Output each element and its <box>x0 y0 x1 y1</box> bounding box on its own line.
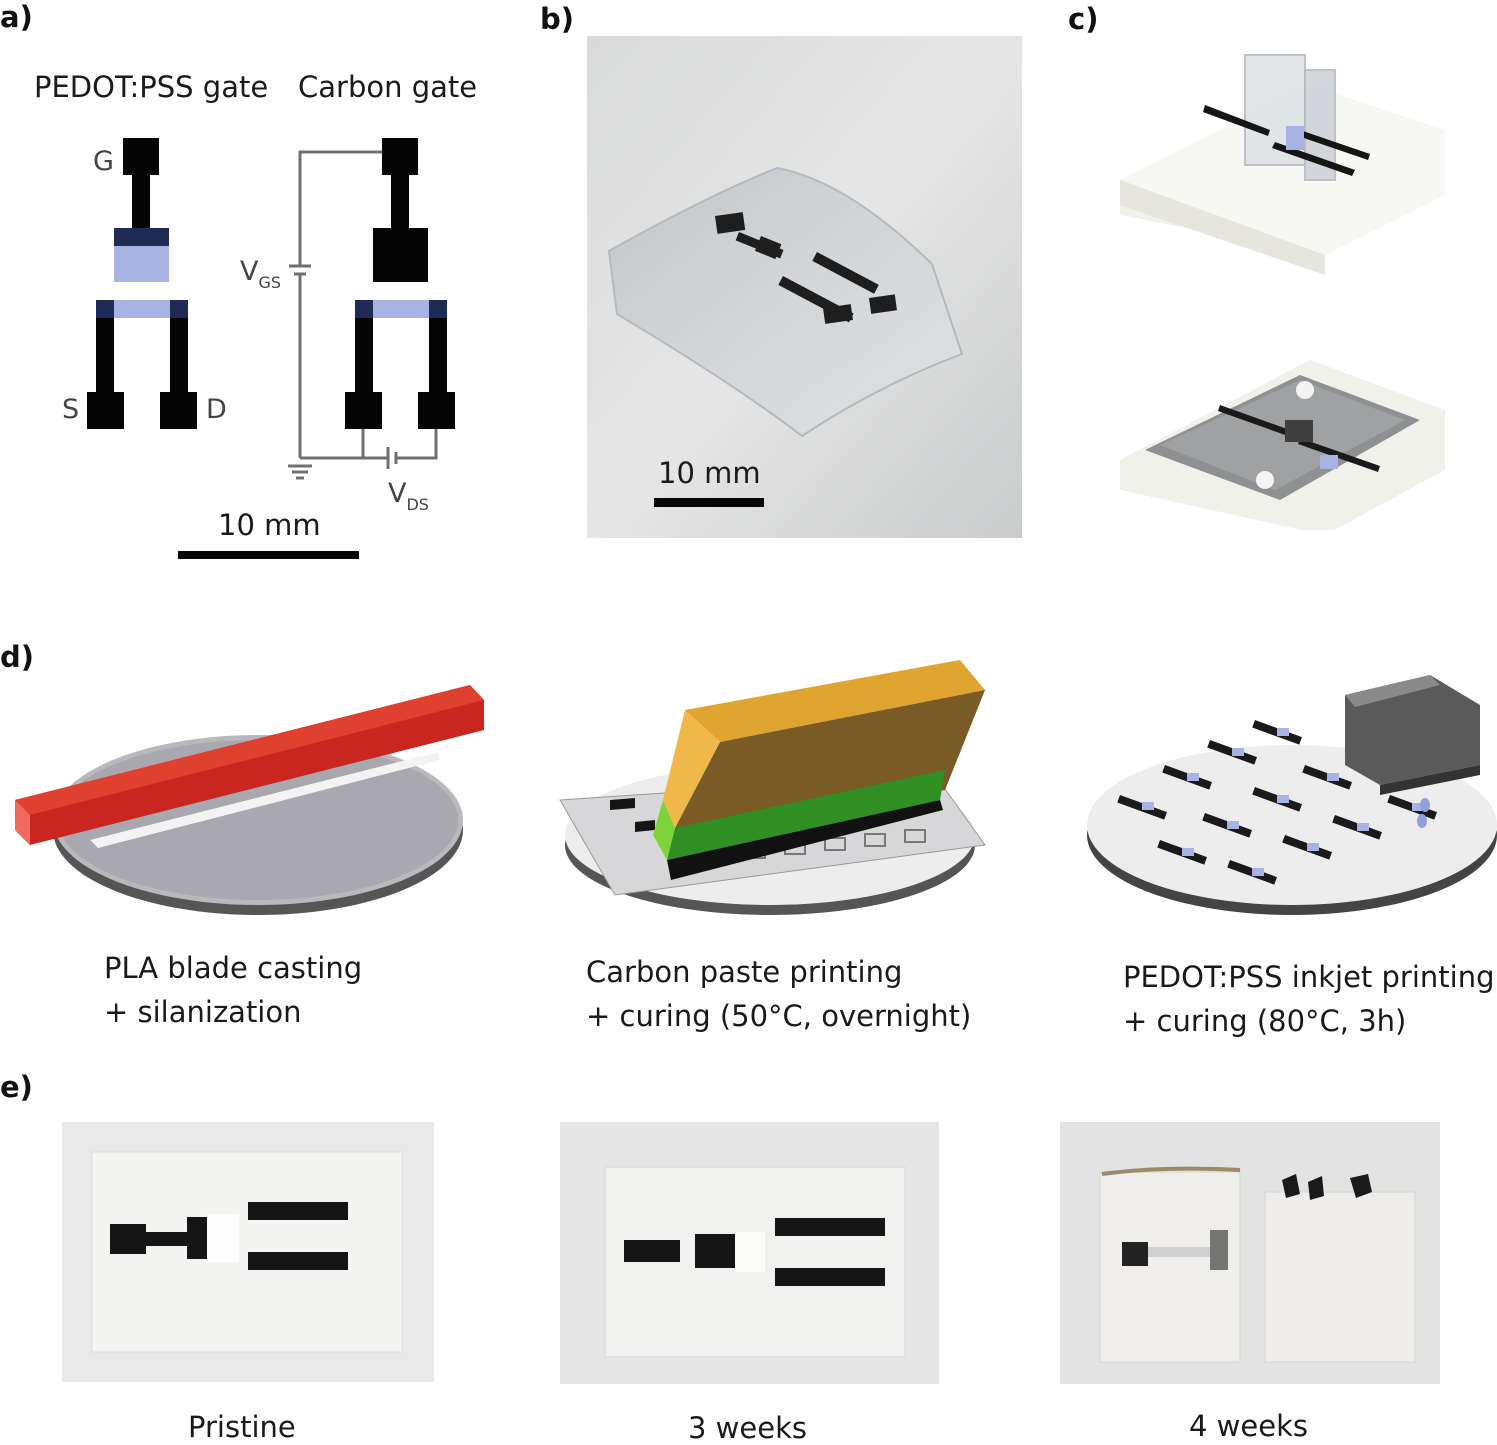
panel-label-c: c) <box>1068 2 1099 36</box>
pedot-gate-device <box>87 138 197 429</box>
photo-4-weeks <box>1060 1122 1440 1384</box>
gate-pad <box>123 138 159 175</box>
panel-label-e: e) <box>0 1070 33 1104</box>
photo-3-weeks <box>560 1122 939 1384</box>
step-2-caption: Carbon paste printing + curing (50°C, ov… <box>586 950 971 1038</box>
source-leg <box>96 318 114 394</box>
printed-electrodes <box>714 212 897 324</box>
bent-pla-film <box>607 166 964 438</box>
vgs-label: VGS <box>240 256 281 292</box>
carbon-gate-pad <box>382 138 418 175</box>
step-1-line1: PLA blade casting <box>104 951 363 985</box>
vds-label: VDS <box>388 478 429 514</box>
circuit-wiring <box>288 150 438 480</box>
scale-label-b: 10 mm <box>658 456 761 490</box>
fabrication-step-inkjet-printing <box>1087 675 1497 915</box>
measurement-setup-renders <box>1120 54 1445 530</box>
gate-pedot-film <box>114 246 169 282</box>
scale-bar-b <box>654 498 764 507</box>
carbon-channel-contact-left <box>355 300 373 318</box>
pedot-droplets <box>1142 728 1424 876</box>
step-2-line1: Carbon paste printing <box>586 955 903 989</box>
drain-pad <box>160 392 197 429</box>
terminal-d: D <box>206 394 227 425</box>
transistor-schematic: G S D VGS VDS <box>62 138 455 559</box>
photo-pristine <box>62 1122 434 1382</box>
carbon-gate-stem <box>391 175 409 230</box>
pedot-gate-title: PEDOT:PSS gate <box>34 70 269 104</box>
terminal-s: S <box>62 394 79 425</box>
carbon-channel-film <box>355 300 447 318</box>
carbon-gate-title: Carbon gate <box>298 70 478 104</box>
panel-label-b: b) <box>540 2 575 36</box>
source-pad <box>87 392 124 429</box>
caption-pristine: Pristine <box>188 1410 296 1444</box>
well-setup-render <box>1120 54 1445 275</box>
panel-label-a: a) <box>0 0 33 34</box>
microfluidic-setup-render <box>1120 360 1445 530</box>
channel-pedot-film <box>96 300 188 318</box>
panel-label-d: d) <box>0 640 35 674</box>
carbon-drain-pad <box>418 392 455 429</box>
fabrication-step-blade-casting <box>15 685 484 915</box>
inkjet-printhead <box>1345 675 1480 785</box>
step-3-line1: PEDOT:PSS inkjet printing <box>1123 960 1495 994</box>
step-1-caption: PLA blade casting + silanization <box>104 946 362 1034</box>
squeegee-blade <box>667 770 945 860</box>
step-3-caption: PEDOT:PSS inkjet printing + curing (80°C… <box>1123 955 1495 1043</box>
carbon-gate-device <box>345 138 455 429</box>
carbon-channel-contact-right <box>429 300 447 318</box>
drain-leg <box>170 318 188 394</box>
carbon-source-leg <box>355 318 373 394</box>
step-1-line2: + silanization <box>104 995 302 1029</box>
fabrication-step-screen-printing <box>559 660 986 915</box>
caption-3-weeks: 3 weeks <box>688 1411 807 1445</box>
channel-contact-left <box>96 300 114 318</box>
carbon-drain-leg <box>429 318 447 394</box>
terminal-g: G <box>93 146 114 177</box>
carbon-source-pad <box>345 392 382 429</box>
channel-contact-right <box>170 300 188 318</box>
step-3-line2: + curing (80°C, 3h) <box>1123 1004 1407 1038</box>
gate-stem <box>132 175 150 230</box>
caption-4-weeks: 4 weeks <box>1189 1409 1308 1443</box>
device-photo-bent <box>587 36 1022 538</box>
scale-label-a: 10 mm <box>218 508 321 542</box>
squeegee-holder <box>685 660 985 742</box>
carbon-gate-electrode <box>373 228 428 282</box>
step-2-line2: + curing (50°C, overnight) <box>586 999 972 1033</box>
gate-pedot-dark-band <box>114 228 169 246</box>
scale-bar-a <box>178 551 359 559</box>
